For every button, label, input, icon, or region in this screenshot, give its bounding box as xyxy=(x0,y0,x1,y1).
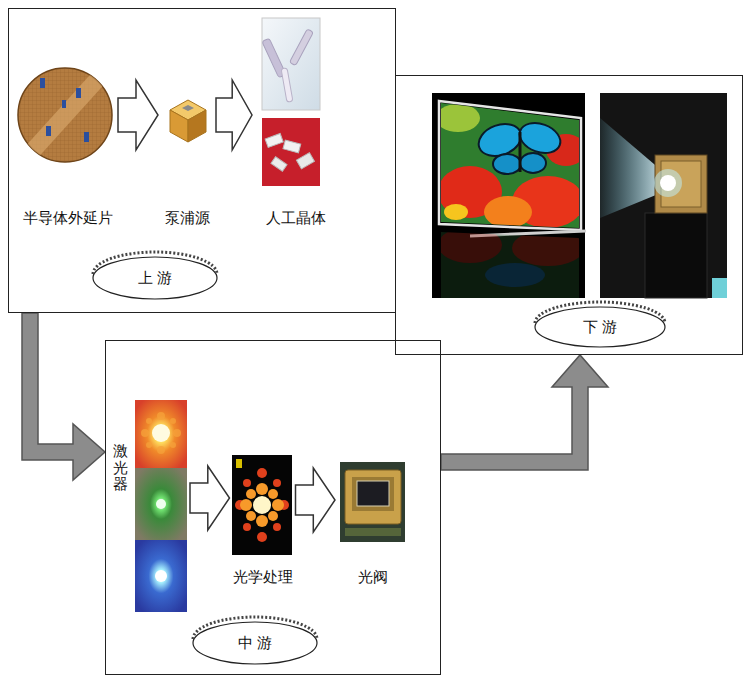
component-item: 光阀 xyxy=(335,452,410,592)
flow-arrow xyxy=(296,468,336,532)
stage-panel: 下 游 xyxy=(395,75,743,355)
flow-arrow xyxy=(118,80,158,150)
component-caption: 光阀 xyxy=(358,567,388,587)
flow-arrow xyxy=(441,355,608,470)
flow-arrow xyxy=(216,80,252,150)
component-caption: 泵浦源 xyxy=(165,208,210,228)
stage-label: 上 游 xyxy=(105,268,205,288)
flow-arrow xyxy=(190,466,230,530)
component-item: 泵浦源 xyxy=(158,18,216,232)
component-item: 半导体外延片 xyxy=(18,18,118,232)
component-caption: 光学处理 xyxy=(233,567,293,587)
flow-arrow xyxy=(22,313,105,480)
component-caption: 人工晶体 xyxy=(266,208,326,228)
stage-label: 中 游 xyxy=(205,633,305,653)
laser-item: 激光器 xyxy=(110,398,190,614)
stage-panel: 上 游 半导体外延片 泵浦源 人工晶体 xyxy=(8,8,396,313)
component-item: 人工晶体 xyxy=(252,18,340,232)
component-caption: 半导体外延片 xyxy=(23,208,113,228)
stage-label: 下 游 xyxy=(550,317,650,337)
component-item: 光学处理 xyxy=(230,452,296,592)
stage-panel: 中 游 激光器光学处理 光阀 xyxy=(105,340,441,675)
vertical-caption: 激光器 xyxy=(113,443,128,493)
